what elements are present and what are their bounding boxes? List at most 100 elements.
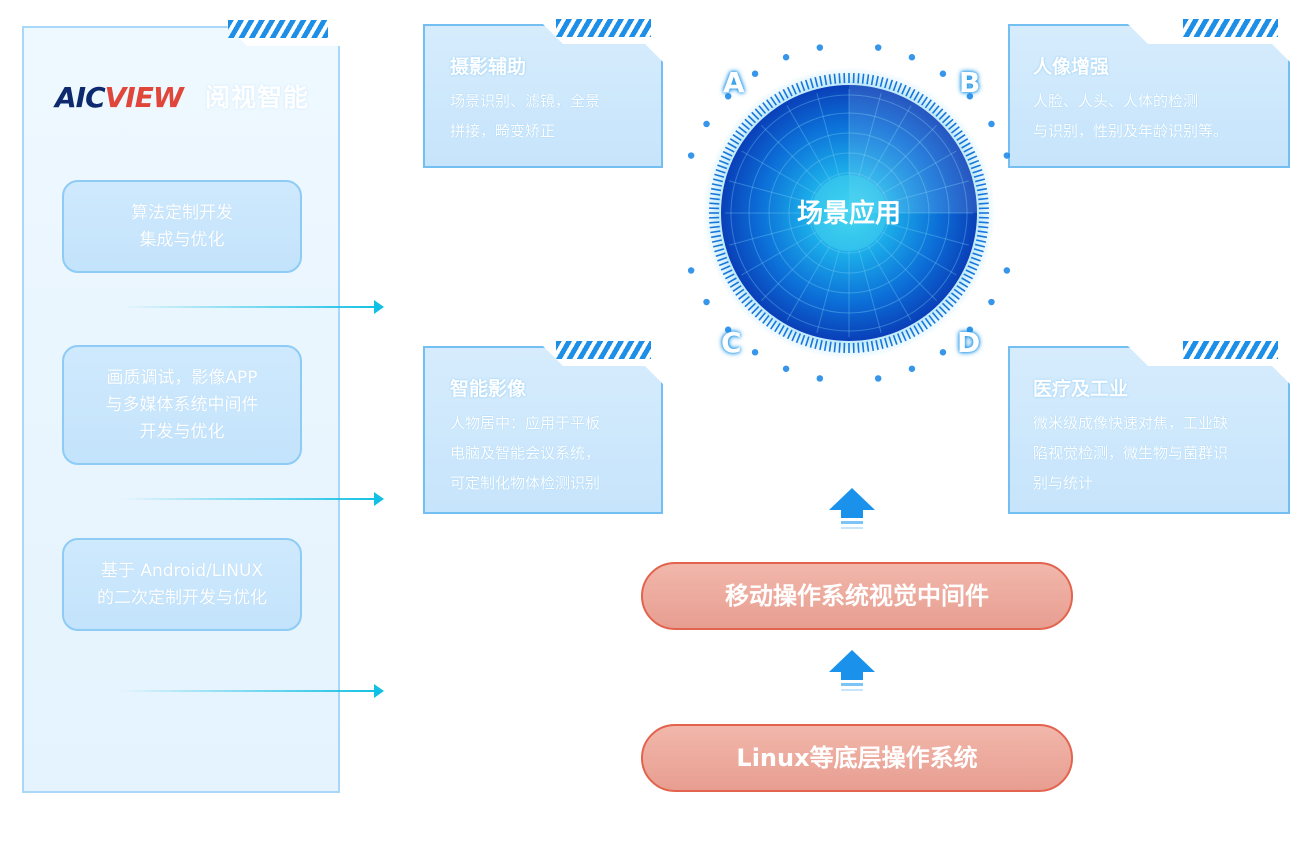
corner-letter-c: C (721, 326, 742, 359)
grid-ring (808, 172, 890, 254)
grid-ring (768, 132, 930, 294)
ring-tick (828, 74, 832, 85)
ring-tick (948, 295, 957, 304)
ring-tick (977, 230, 988, 234)
ring-tick (751, 111, 760, 121)
ring-tick (758, 105, 767, 114)
logo-text-view: VIEW (104, 81, 184, 114)
ring-dot (816, 44, 824, 51)
ring-tick (747, 302, 757, 311)
ring-tick (931, 105, 940, 114)
ring-tick (861, 73, 865, 84)
card-description: 人脸、人头、人体的检测 与识别，性别及年龄识别等。 (1033, 92, 1229, 140)
ring-tick (710, 192, 721, 196)
ring-tick (782, 327, 789, 337)
grid-spoke (858, 249, 882, 333)
ring-tick (729, 281, 740, 288)
ring-tick (774, 93, 781, 104)
decorative-stripes (1183, 341, 1278, 359)
ring-tick (738, 292, 748, 300)
ring-tick (720, 265, 731, 271)
ring-tick (941, 302, 951, 311)
ring-tick (901, 331, 907, 342)
ring-dot (966, 93, 974, 100)
ring-tick (978, 221, 989, 224)
ring-tick (969, 159, 980, 166)
ring-dot (988, 298, 995, 306)
ring-tick (762, 314, 770, 324)
ring-tick (928, 314, 936, 324)
ring-tick (795, 82, 802, 93)
up-arrow-icon (829, 488, 875, 529)
ring-tick (710, 187, 722, 192)
ring-tick (953, 288, 963, 296)
ring-tick (921, 320, 928, 330)
ring-tick (956, 285, 966, 292)
ring-tick (778, 325, 785, 335)
service-image-quality-box: 画质调试，影像APP 与多媒体系统中间件 开发与优化 (62, 345, 302, 465)
company-logo: AICVIEW (55, 81, 184, 114)
ring-tick (921, 96, 928, 106)
ring-dot (874, 44, 882, 51)
ring-tick (972, 168, 983, 174)
grid-spoke (729, 222, 813, 246)
ring-tick (717, 164, 728, 170)
ring-tick (870, 74, 875, 86)
ring-tick (741, 295, 750, 304)
ring-tick (833, 342, 837, 353)
ring-dot (816, 375, 824, 382)
ring-tick (804, 79, 810, 90)
ring-tick (800, 81, 806, 92)
grid-spoke (760, 239, 823, 302)
ring-tick (732, 134, 742, 141)
ring-tick (974, 178, 986, 183)
ring-tick (950, 292, 960, 300)
feature-card-medical-industrial (1008, 346, 1290, 514)
ring-dot (724, 93, 732, 100)
hub-highlight-sector (849, 85, 977, 213)
ring-tick (712, 243, 724, 248)
ring-tick (975, 183, 987, 187)
ring-tick (976, 187, 988, 192)
ring-tick (941, 115, 951, 124)
ring-tick (754, 108, 763, 117)
ring-tick (725, 273, 735, 280)
ring-tick (800, 334, 806, 345)
card-description: 人物居中：应用于平板 电脑及智能会议系统， 可定制化物体检测识别 (450, 414, 601, 492)
ring-dot (908, 54, 916, 61)
ring-tick (727, 277, 737, 284)
ring-tick (710, 234, 722, 239)
ring-tick (924, 99, 932, 109)
card-title: 摄影辅助 (450, 56, 527, 78)
ring-tick (978, 197, 989, 201)
ring-tick (709, 225, 720, 229)
card-description: 微米级成像快速对焦，工业缺 陷视觉检测，微生物与菌群识 别与统计 (1033, 414, 1229, 492)
ring-tick (875, 75, 879, 87)
hub-label: 场景应用 (797, 198, 901, 229)
ring-dot (703, 120, 710, 128)
connector-arrow-line-1 (120, 306, 378, 308)
ring-tick (766, 317, 774, 327)
hub-grid (725, 89, 973, 337)
service-os-customization-box: 基于 Android/LINUX 的二次定制开发与优化 (62, 538, 302, 631)
grid-spoke (786, 245, 831, 321)
ring-dot (703, 298, 710, 306)
ring-tick (935, 309, 944, 318)
ring-tick (774, 322, 781, 333)
hub-disc (721, 85, 977, 341)
base-os-layer: Linux等底层操作系统 (641, 724, 1073, 792)
ring-tick (973, 248, 984, 253)
ring-tick (892, 334, 898, 345)
ring-tick (973, 173, 984, 178)
ring-dot (782, 54, 790, 61)
ring-dot (939, 349, 947, 356)
ring-tick (888, 79, 894, 90)
ring-tick (809, 78, 814, 89)
ring-tick (722, 269, 733, 276)
ring-tick (917, 322, 924, 333)
ring-tick (795, 333, 802, 344)
ring-tick (861, 342, 865, 353)
ring-dot (687, 267, 695, 274)
ring-tick (970, 256, 981, 262)
ring-tick (884, 78, 889, 89)
